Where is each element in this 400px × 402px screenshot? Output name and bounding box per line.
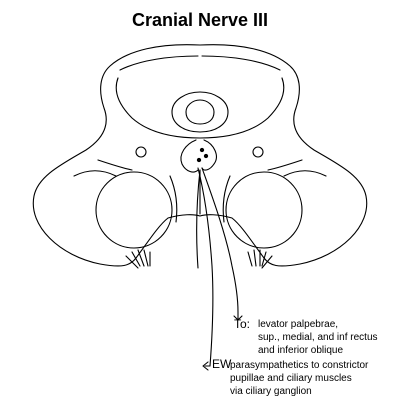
- periaqueductal-gray: [171, 91, 229, 133]
- left-peduncle-line: [73, 170, 117, 177]
- to-line-2: sup., medial, and inf rectus: [258, 332, 378, 343]
- left-small-nucleus: [135, 146, 147, 158]
- tectum-line-right: [201, 55, 281, 71]
- right-red-nucleus: [225, 171, 303, 249]
- tegmentum-boundary: [115, 77, 285, 139]
- ew-nucleus-dot-1: [199, 147, 205, 153]
- tectum-line-left: [119, 55, 199, 71]
- right-rootlets: [247, 249, 273, 269]
- oculomotor-nucleus-left: [180, 139, 199, 173]
- left-rootlets: [125, 249, 151, 269]
- brainstem-outline: [32, 44, 368, 267]
- parasympathetic-fiber-pathway: [197, 167, 214, 367]
- to-label: To:: [234, 317, 251, 331]
- ew-line-2: pupillae and ciliary muscles: [230, 373, 352, 384]
- diagram-title: Cranial Nerve III: [131, 10, 269, 30]
- left-tegmental-line: [97, 159, 133, 171]
- right-medial-line: [222, 175, 231, 223]
- somatic-fiber-pathway: [201, 167, 239, 313]
- to-pointer-arrow: [233, 311, 243, 321]
- right-tegmental-line: [267, 159, 303, 171]
- lateral-fiber-pathway: [196, 169, 201, 269]
- ew-pointer-arrow: [202, 361, 211, 371]
- ew-label: EW: [212, 357, 232, 371]
- to-line-1: levator palpebrae,: [258, 319, 339, 330]
- left-red-nucleus: [95, 171, 173, 249]
- right-peduncle-line: [283, 170, 327, 177]
- ew-line-1: parasympathetics to constrictor: [230, 360, 369, 371]
- left-medial-line: [169, 175, 178, 223]
- ew-nucleus-dot-2: [203, 153, 209, 159]
- cerebral-aqueduct: [185, 99, 215, 125]
- to-line-3: and inferior oblique: [258, 345, 344, 356]
- ew-nucleus-dot-3: [196, 157, 202, 163]
- ew-line-3: via ciliary ganglion: [230, 386, 312, 397]
- right-small-nucleus: [252, 146, 264, 158]
- oculomotor-nucleus-right: [201, 139, 217, 171]
